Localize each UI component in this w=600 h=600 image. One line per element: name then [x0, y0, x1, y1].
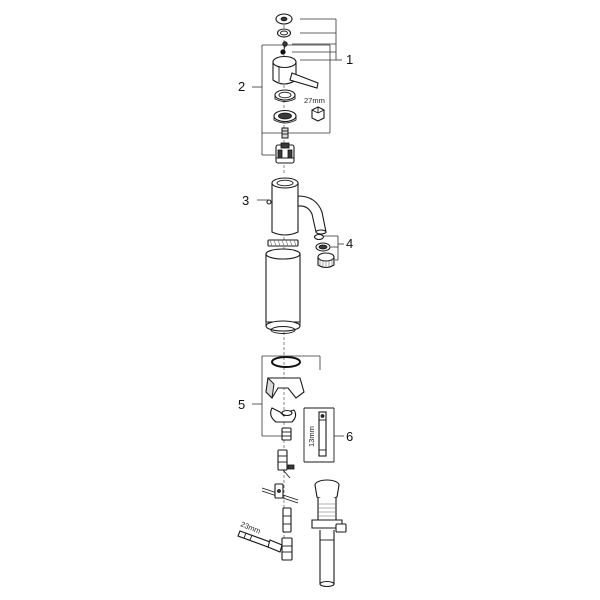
mounting-plate [270, 407, 297, 423]
horseshoe-washer [265, 376, 305, 400]
hose-fitting [237, 530, 283, 553]
popup-waste-assembly [311, 479, 347, 588]
callout-4-leader [324, 235, 344, 261]
connector-fitting-upper [277, 449, 295, 479]
tailpiece-nut [281, 537, 293, 561]
small-washer [280, 49, 286, 55]
callout-4-label: 4 [346, 236, 353, 251]
cartridge-nut [273, 109, 297, 124]
callout-2-leader [252, 44, 331, 156]
extension-rod [261, 483, 299, 504]
aerator-washer [313, 233, 325, 241]
nut-wrench-size: 27mm [304, 96, 325, 105]
callout-1-leader [292, 18, 342, 61]
handle-lever [272, 55, 319, 89]
callout-1-label: 1 [346, 52, 353, 67]
callout-5-label: 5 [238, 397, 245, 412]
aerator-insert [315, 242, 331, 252]
cartridge-spindle [281, 127, 289, 139]
cap-plug [275, 13, 293, 25]
faucet-body [265, 177, 327, 334]
base-o-ring [271, 356, 301, 368]
aerator-housing [317, 252, 335, 269]
collar-ring [274, 89, 296, 102]
callout-2-label: 2 [238, 79, 245, 94]
callout-6-label: 6 [346, 429, 353, 444]
cartridge [275, 142, 295, 164]
popup-rod-set [303, 407, 335, 463]
mounting-nut [281, 427, 292, 441]
callout-3-label: 3 [242, 193, 249, 208]
cap-seal-ring [276, 28, 292, 38]
handle-screw [282, 41, 288, 51]
rod-wrench-size: 13mm [307, 426, 316, 447]
callout-5-leader [252, 355, 321, 437]
clip-bracket [282, 507, 292, 533]
hex-nut-tool [311, 106, 325, 122]
